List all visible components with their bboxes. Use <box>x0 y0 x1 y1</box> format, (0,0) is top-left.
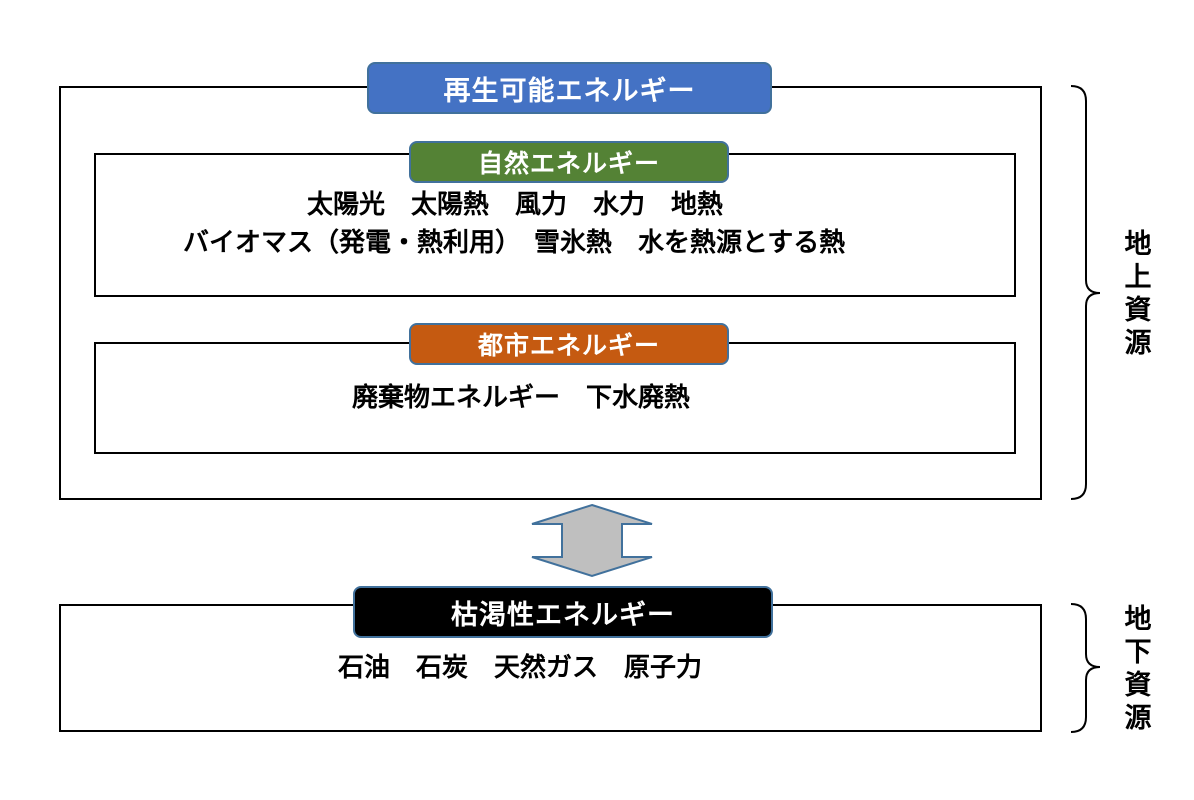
urban-energy-title: 都市エネルギー <box>409 323 729 365</box>
natural-energy-list-line1: 太陽光 太陽熱 風力 水力 地熱 <box>307 190 724 220</box>
natural-energy-list-line2: バイオマス（発電・熱利用） 雪氷熱 水を熱源とする熱 <box>183 228 846 258</box>
urban-energy-list: 廃棄物エネルギー 下水廃熱 <box>352 383 691 413</box>
below-ground-resources-label: 地下資源 <box>1124 604 1152 734</box>
below-ground-brace <box>1070 603 1101 733</box>
above-ground-resources-label: 地上資源 <box>1124 229 1152 359</box>
depletable-energy-list: 石油 石炭 天然ガス 原子力 <box>338 653 703 683</box>
renewable-energy-title: 再生可能エネルギー <box>367 62 772 114</box>
above-ground-brace <box>1070 85 1101 500</box>
depletable-energy-title: 枯渇性エネルギー <box>353 586 773 638</box>
natural-energy-title: 自然エネルギー <box>409 141 729 183</box>
double-arrow-icon <box>531 503 653 578</box>
